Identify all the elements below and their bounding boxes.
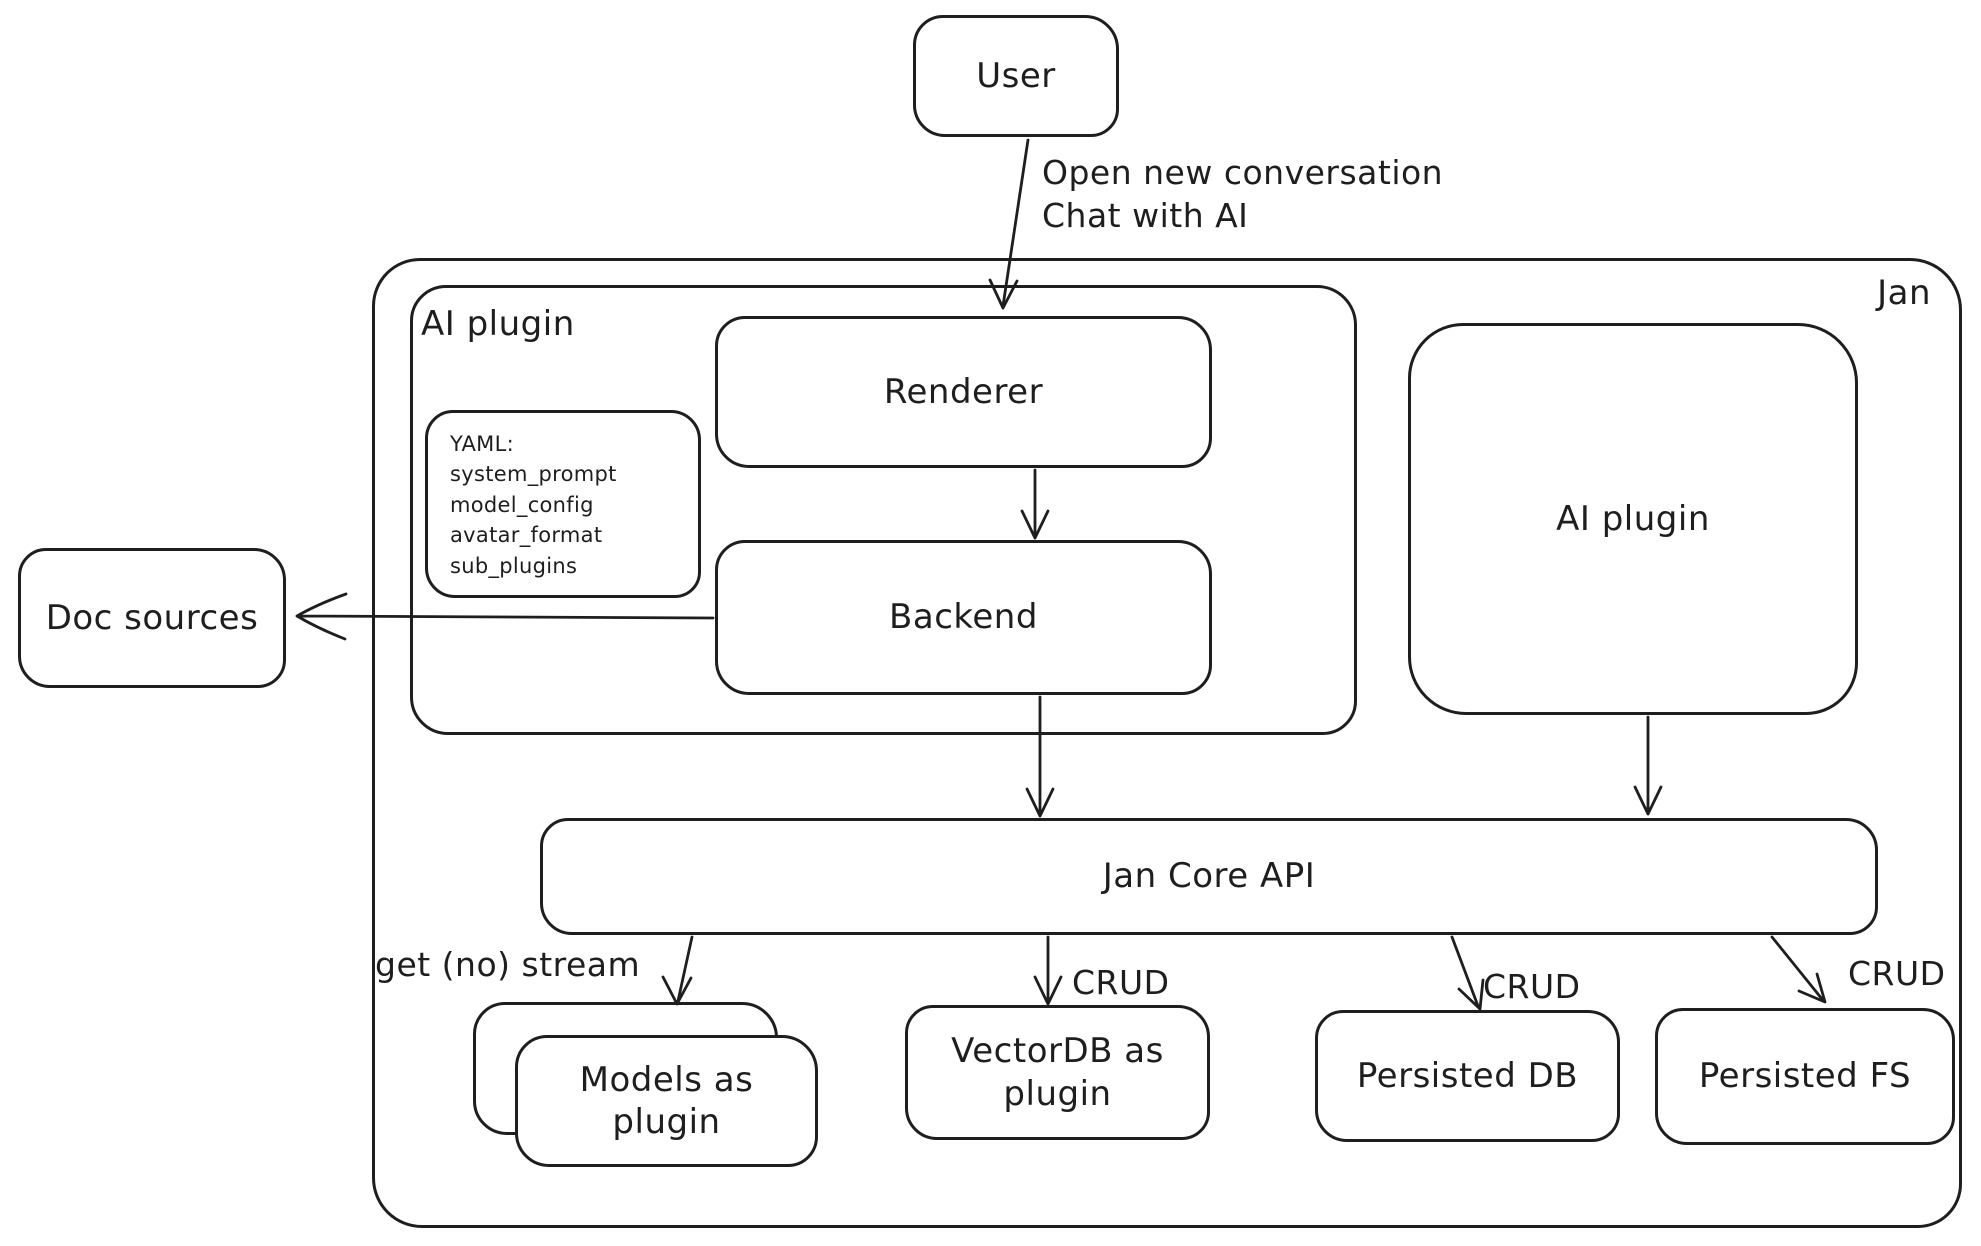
node-yaml-note-text: YAML: system_prompt model_config avatar_… [450,432,617,578]
node-renderer-label: Renderer [883,371,1044,412]
node-persisted-db: Persisted DB [1315,1010,1620,1142]
node-doc-sources-label: Doc sources [45,597,259,638]
node-user-label: User [976,55,1056,96]
node-jan-core-api-label: Jan Core API [1102,856,1316,897]
node-models-as-plugin: Models as plugin [515,1035,818,1167]
node-ai-plugin-label: AI plugin [1556,498,1710,539]
container-ai-plugin-group-label: AI plugin [421,304,575,344]
container-jan: Jan [372,258,1962,1228]
node-backend-label: Backend [889,597,1038,638]
node-ai-plugin: AI plugin [1408,323,1858,715]
container-ai-plugin-group: AI plugin [410,285,1357,735]
node-backend: Backend [715,540,1212,695]
node-persisted-db-label: Persisted DB [1356,1055,1579,1096]
edge-label-crud-persisted-fs: CRUD [1848,954,1946,993]
node-renderer: Renderer [715,316,1212,468]
edge-label-crud-vectordb: CRUD [1072,963,1170,1002]
node-doc-sources: Doc sources [18,548,286,688]
node-persisted-fs-label: Persisted FS [1698,1056,1912,1097]
node-models-as-plugin-label: Models as plugin [579,1059,754,1143]
edge-label-open-conversation: Open new conversation Chat with AI [1042,153,1444,235]
node-persisted-fs: Persisted FS [1655,1008,1955,1145]
node-vectordb-as-plugin: VectorDB as plugin [905,1005,1210,1140]
node-user: User [913,15,1119,137]
edge-label-crud-persisted-db: CRUD [1483,967,1581,1006]
node-vectordb-as-plugin-label: VectorDB as plugin [951,1031,1164,1114]
node-jan-core-api: Jan Core API [540,818,1878,935]
container-jan-label: Jan [1877,273,1931,313]
edge-label-get-no-stream: get (no) stream [375,945,641,984]
node-yaml-note: YAML: system_prompt model_config avatar_… [425,410,701,598]
